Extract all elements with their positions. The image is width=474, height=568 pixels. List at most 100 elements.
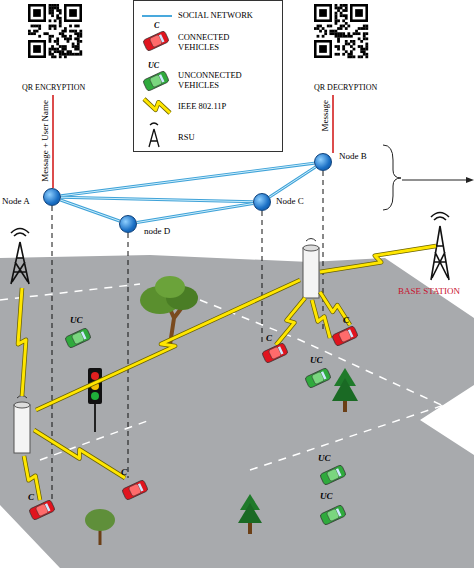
qr-module (77, 40, 80, 43)
qr-module (363, 50, 366, 53)
qr-module (72, 43, 75, 46)
wireless-link (36, 280, 300, 410)
social-link (61, 163, 314, 196)
bolt-fill (320, 292, 350, 325)
qr-module (335, 4, 338, 7)
qr-module (61, 48, 64, 51)
qr-module (72, 53, 75, 56)
qr-module (342, 32, 345, 35)
tower-frame (431, 226, 449, 280)
node-label: Node B (339, 152, 367, 161)
qr-module (345, 22, 348, 25)
car-window (45, 503, 51, 511)
qr-module (355, 30, 358, 33)
bolt-fill (36, 280, 300, 410)
qr-module (77, 45, 80, 48)
link-inner (270, 167, 316, 197)
tower-signal (150, 123, 158, 125)
qr-module (342, 45, 345, 48)
qr-background (28, 4, 82, 58)
rsu-sample (149, 123, 159, 147)
bolt-outline (34, 430, 125, 478)
tree-canopy (332, 378, 358, 401)
text-label: QR ENCRYPTION (22, 84, 85, 93)
qr-module (59, 22, 62, 25)
lane-markings (0, 284, 474, 470)
qr-module (360, 55, 363, 58)
qr-module (54, 50, 57, 53)
unconnected-car (65, 327, 92, 348)
qr-module (51, 48, 54, 51)
traffic-pole (94, 404, 96, 432)
qr-module (365, 53, 368, 56)
qr-module (335, 35, 338, 38)
qr-module (365, 37, 368, 40)
qr-module (347, 55, 350, 58)
qr-module (56, 4, 59, 7)
vehicle-label: UC (320, 492, 333, 502)
qr-module (335, 17, 338, 20)
link-outer (61, 197, 253, 202)
qr-module (355, 32, 358, 35)
qr-module (322, 27, 325, 30)
qr-module (363, 25, 366, 28)
link-outer (270, 167, 316, 197)
car-window (81, 331, 87, 339)
car-body (305, 367, 332, 388)
qr-decryption-code (314, 4, 368, 58)
green-lamp (91, 392, 99, 400)
qr-finder (314, 40, 332, 58)
red-lamp (91, 372, 99, 380)
qr-module (67, 50, 70, 53)
qr-module (56, 40, 59, 43)
car-body (332, 325, 359, 346)
qr-module (347, 32, 350, 35)
generated-art (18, 4, 436, 526)
tree-canopy (238, 503, 262, 523)
qr-module (61, 53, 64, 56)
qr-module (358, 45, 361, 48)
rsu-pole (303, 239, 319, 299)
qr-module (324, 32, 327, 35)
car-body (143, 70, 170, 91)
qr-module (337, 45, 340, 48)
tree-canopy (155, 276, 185, 298)
pine-tree (238, 494, 262, 534)
qr-module (79, 53, 82, 56)
tower-signal (11, 229, 29, 237)
qr-finder (69, 9, 77, 17)
qr-module (340, 32, 343, 35)
qr-module (363, 37, 366, 40)
qr-module (64, 53, 67, 56)
qr-module (337, 27, 340, 30)
qr-module (345, 17, 348, 20)
qr-module (345, 9, 348, 12)
qr-module (329, 32, 332, 35)
social-line-sample (142, 15, 172, 17)
qr-module (49, 9, 52, 12)
qr-module (340, 25, 343, 28)
qr-module (43, 32, 46, 35)
qr-module (365, 48, 368, 51)
qr-module (79, 30, 82, 33)
qr-module (314, 27, 317, 30)
qr-module (64, 27, 67, 30)
qr-module (332, 32, 335, 35)
qr-module (67, 37, 70, 40)
qr-module (337, 9, 340, 12)
node-label: Node C (276, 197, 304, 206)
qr-module (358, 55, 361, 58)
legend-text: IEEE 802.11P (178, 102, 268, 112)
qr-module (340, 4, 343, 7)
qr-module (317, 35, 320, 38)
qr-module (329, 30, 332, 33)
car-window (336, 508, 342, 516)
qr-module (342, 9, 345, 12)
qr-module (74, 25, 77, 28)
text-label: BASE STATION (398, 287, 460, 297)
qr-module (54, 48, 57, 51)
car-body (320, 504, 347, 525)
qr-module (64, 55, 67, 58)
qr-module (363, 53, 366, 56)
qr-finder (319, 45, 327, 53)
